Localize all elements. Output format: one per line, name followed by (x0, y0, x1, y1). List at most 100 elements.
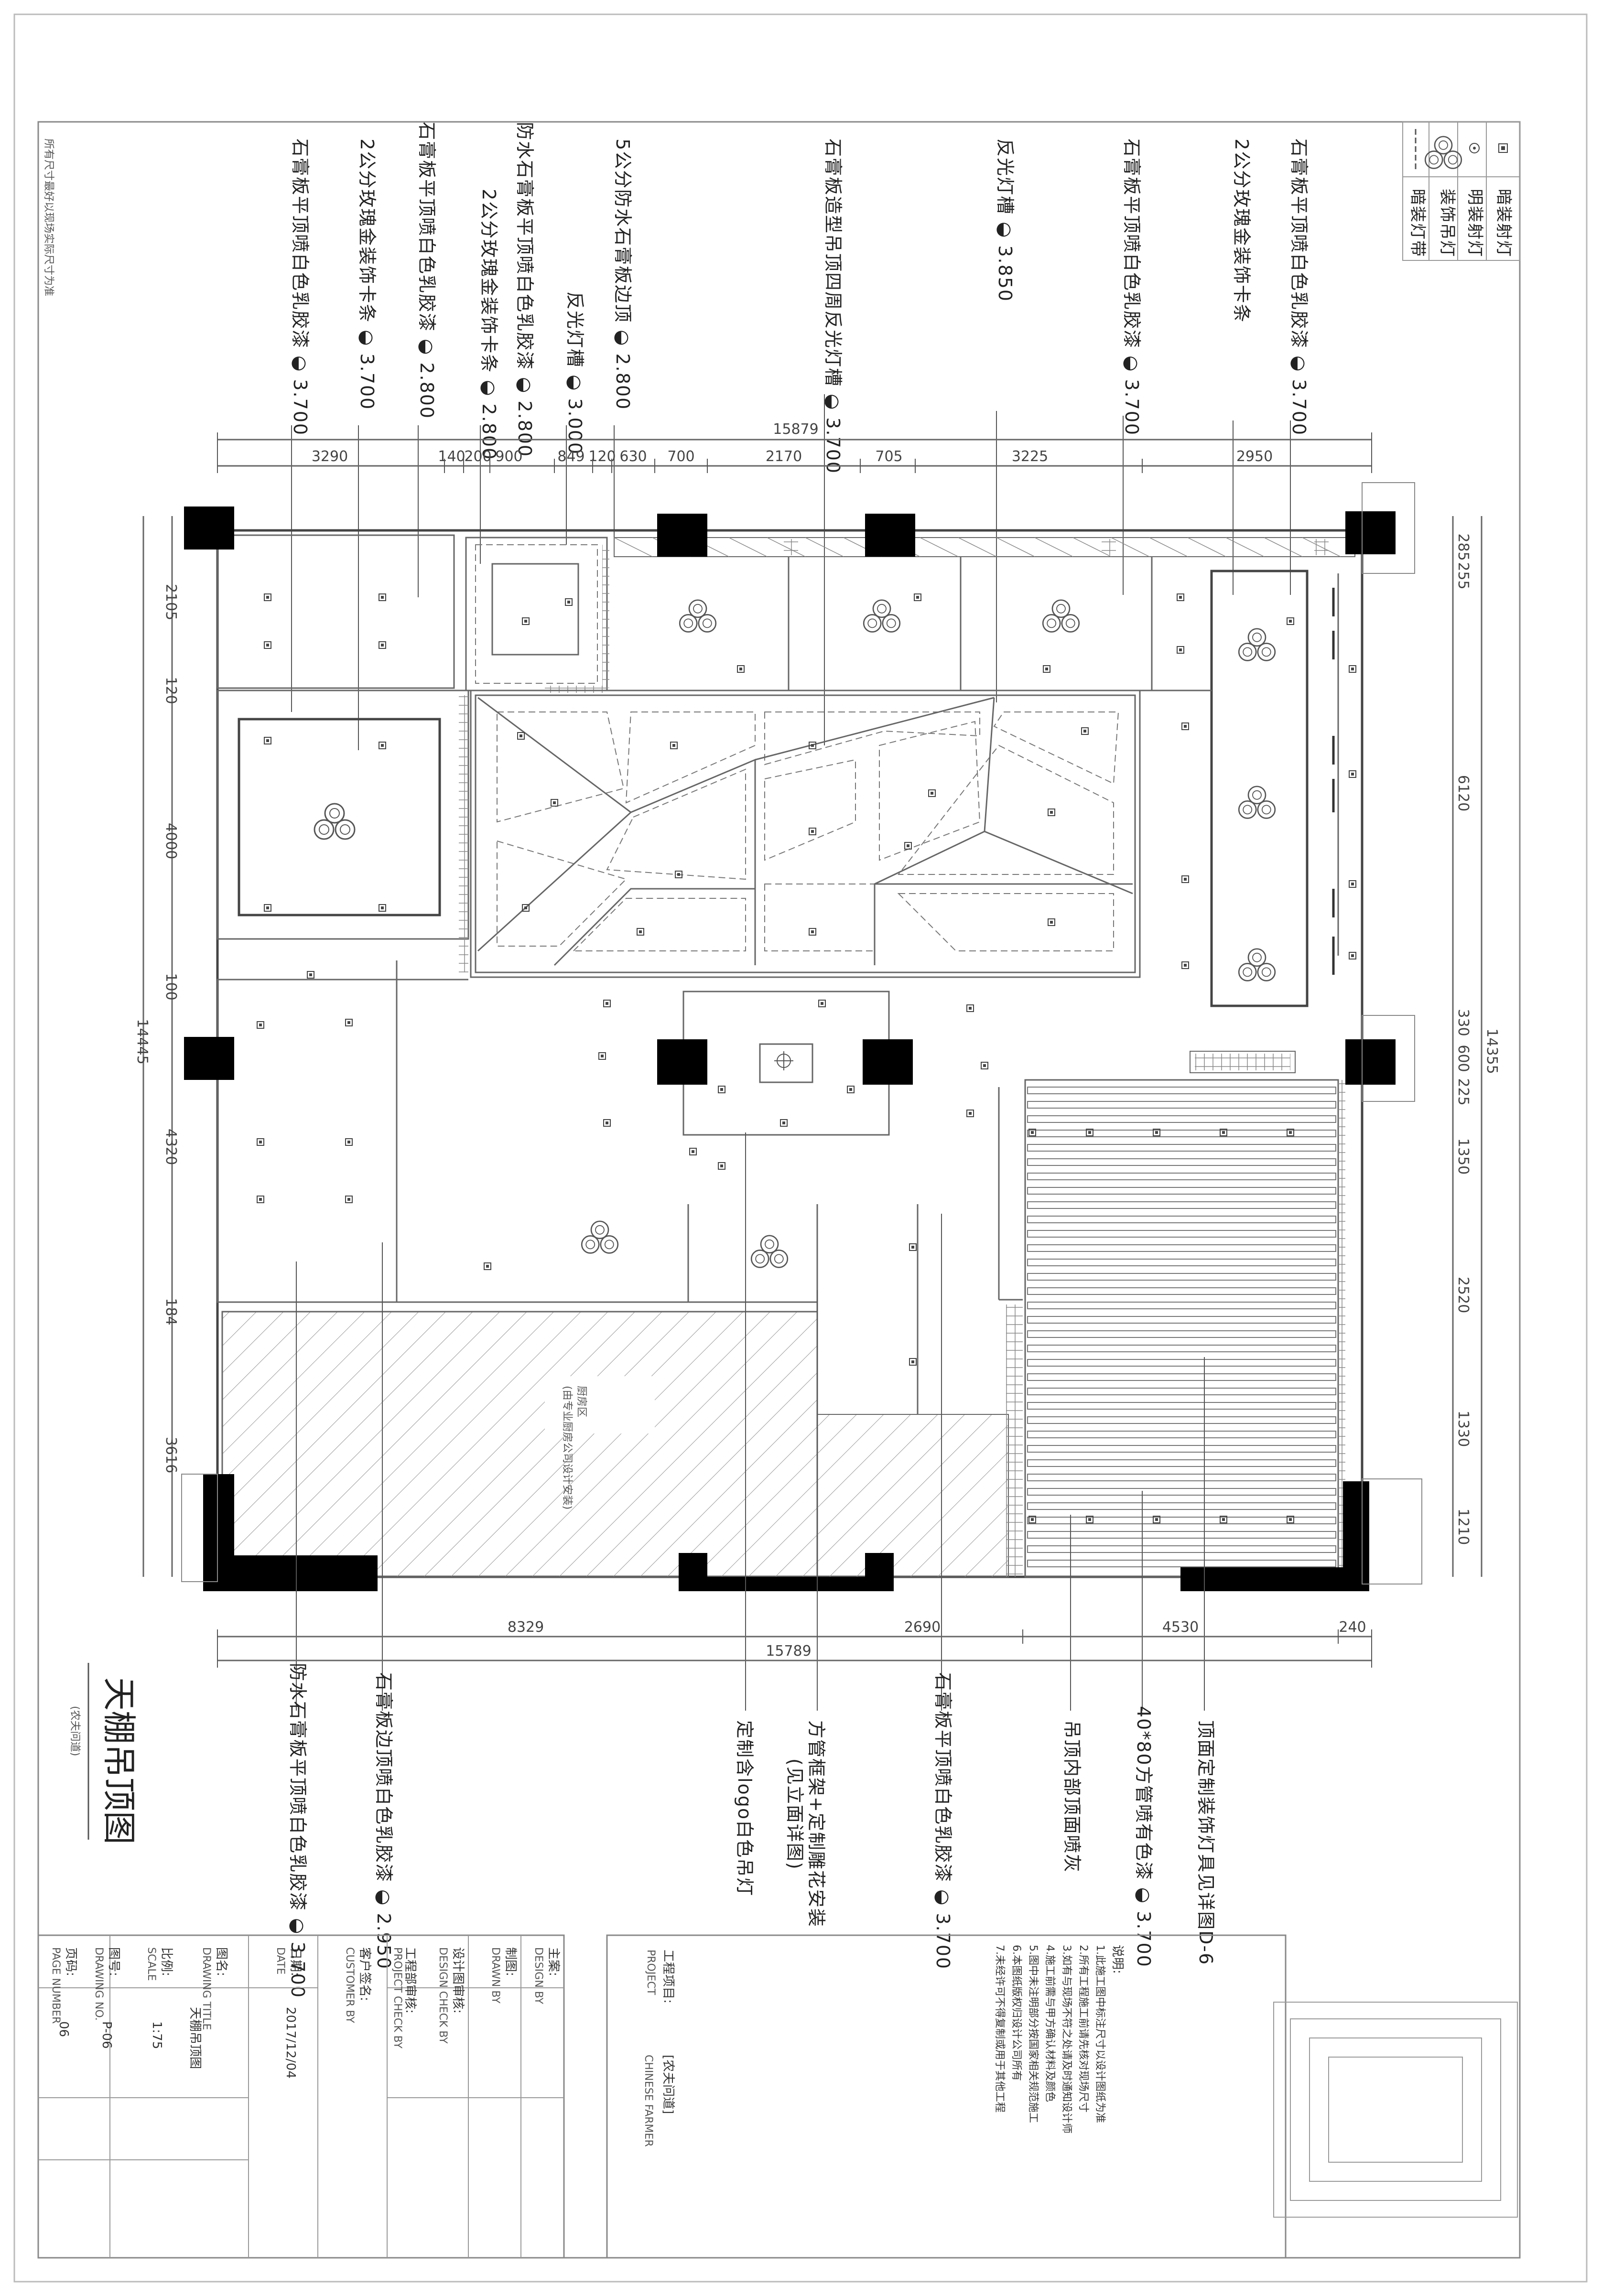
annotation-top-5: 石膏板造型吊顶四周反光灯槽 ◒ 3.700 (823, 139, 844, 474)
dim-right-seg: 225 (1455, 1078, 1472, 1105)
downlight-icon-center (911, 1246, 914, 1249)
downlight-icon-center (1083, 730, 1086, 733)
slat (1027, 1459, 1336, 1467)
downlight-icon (904, 842, 912, 850)
top-annotations: 石膏板平顶喷白色乳胶漆 ◒ 3.700 2公分玫瑰金装饰卡条 石膏板平顶喷白色乳… (290, 122, 1310, 750)
downlight-icon (345, 1019, 353, 1026)
annotation-bottom-2: 石膏板边顶喷白色乳胶漆 ◒ 2.950 (373, 1672, 394, 1970)
downlight-icon (909, 1243, 917, 1251)
downlight-icon-center (969, 1112, 972, 1115)
slat (1027, 1101, 1336, 1109)
downlight-icon (1028, 1516, 1036, 1523)
annotation-bottom-7: 吊顶内部顶面喷灰 (1061, 1720, 1082, 1873)
downlight-icon (603, 1119, 611, 1127)
page-title: 天棚吊顶图 (99, 1677, 139, 1844)
chandelier-icon (1424, 136, 1462, 169)
downlight-icon-center (1351, 883, 1354, 885)
dim-top-seg: 3225 (1012, 448, 1048, 465)
downlight-icon (379, 742, 386, 749)
downlight-icon-center (1088, 1518, 1091, 1521)
slat (1027, 1230, 1336, 1238)
downlight-icon-center (1289, 1131, 1292, 1134)
downlight-icon (1287, 617, 1294, 625)
dim-right-seg: 1330 (1455, 1411, 1472, 1447)
drawn-by-en: DRAWN BY (489, 1947, 501, 2004)
slat (1027, 1287, 1336, 1295)
downlight-icon-center (821, 1002, 823, 1005)
scale-value: 1:75 (150, 2021, 164, 2049)
downlight-icon-center (811, 930, 814, 933)
annotation-bottom-3: 定制含logo白色吊灯 (734, 1720, 755, 1897)
page-subtitle: (农夫问道) (69, 1706, 81, 1756)
annotation-top-3: 石膏板平顶喷白色乳胶漆 ◒ 3.700 (1121, 139, 1142, 436)
downlight-icon (522, 617, 530, 625)
dim-bottom-seg: 4530 (1162, 1619, 1199, 1636)
slat (1027, 1359, 1336, 1367)
slat (1027, 1173, 1336, 1180)
downlight-icon-center (259, 1141, 262, 1143)
downlight-icon-center (907, 844, 909, 847)
dim-right-seg: 255 (1455, 562, 1472, 589)
downlight-icon (1349, 770, 1356, 778)
scale-label: 比例: (159, 1947, 173, 1976)
downlight-icon (1153, 1129, 1160, 1136)
downlight-icon-center (347, 1198, 350, 1201)
downlight-icon (1181, 875, 1189, 883)
downlight-icon (264, 904, 271, 912)
downlight-icon (809, 828, 816, 835)
downlight-icon (847, 1086, 855, 1093)
kitchen-note: (由专业厨房公司设计安装) (561, 1386, 573, 1509)
notes-heading: 说明: (1110, 1945, 1125, 1974)
downlight-icon-center (911, 1360, 914, 1363)
downlight-icon-center (381, 906, 384, 909)
dim-right-seg: 6120 (1455, 775, 1472, 811)
dim-top-seg: 2950 (1236, 448, 1273, 465)
downlight-icon-center (1155, 1518, 1158, 1521)
dim-top-seg: 630 (619, 448, 647, 465)
downlight-icon (379, 593, 386, 601)
project-label-en: PROJECT (645, 1950, 657, 1995)
downlight-icon (1048, 808, 1055, 816)
drawing-no-en: DRAWING NO. (93, 1947, 105, 2021)
downlight-icon-center (1031, 1518, 1034, 1521)
downlight-icon-center (1088, 1131, 1091, 1134)
design-check-en: DESIGN CHECK BY (437, 1947, 449, 2044)
slat (1027, 1517, 1336, 1524)
slat (1027, 1259, 1336, 1266)
downlight-icon (264, 593, 271, 601)
annotation-bottom-6: 石膏板平顶喷白色乳胶漆 ◒ 3.700 (932, 1672, 953, 1970)
downlight-icon-center (639, 930, 642, 933)
downlight-icon-center (1031, 1131, 1034, 1134)
downlight-icon-center (720, 1088, 723, 1091)
downlight-icon-center (811, 744, 814, 747)
project-label: 工程项目: (661, 1950, 675, 2004)
downlight-icon-center (1351, 668, 1354, 670)
slat (1027, 1560, 1336, 1567)
downlight-icon (1349, 952, 1356, 959)
date-label: 日期: (288, 1947, 303, 1976)
drawn-by-label: 制图: (503, 1947, 518, 1976)
dimensions-right: 14355 285 255 6120 330 600 225 1350 2520… (1452, 516, 1500, 1577)
annotation-top-10: 石膏板平顶喷白色乳胶漆 ◒ 2.800 (416, 122, 437, 419)
page-number-label: 页码: (64, 1947, 78, 1976)
downlight-icon-center (567, 601, 570, 604)
downlight-icon-center (692, 1150, 694, 1153)
dim-right-overall: 14355 (1483, 1028, 1500, 1074)
slat (1027, 1216, 1336, 1223)
downlight-icon (264, 641, 271, 649)
downlight-icon (1181, 961, 1189, 969)
downlight-icon-center (381, 596, 384, 599)
note-line: 7.未经许可不得复制或用于其他工程 (994, 1945, 1006, 2113)
design-by-en: DESIGN BY (532, 1947, 544, 2005)
slat (1027, 1445, 1336, 1453)
downlight-icon-center (606, 1121, 608, 1124)
legend-label-chandelier: 装饰吊灯 (1438, 189, 1457, 258)
downlight-icon-center (983, 1064, 986, 1067)
date-value: 2017/12/04 (283, 2007, 298, 2079)
downlight-icon (809, 742, 816, 749)
legend-label-light-strip: 暗装灯带 (1408, 189, 1427, 258)
downlight-icon (1153, 1516, 1160, 1523)
downlight-icon (1349, 665, 1356, 673)
dim-right-seg: 2520 (1455, 1277, 1472, 1313)
downlight-icon (1177, 593, 1184, 601)
